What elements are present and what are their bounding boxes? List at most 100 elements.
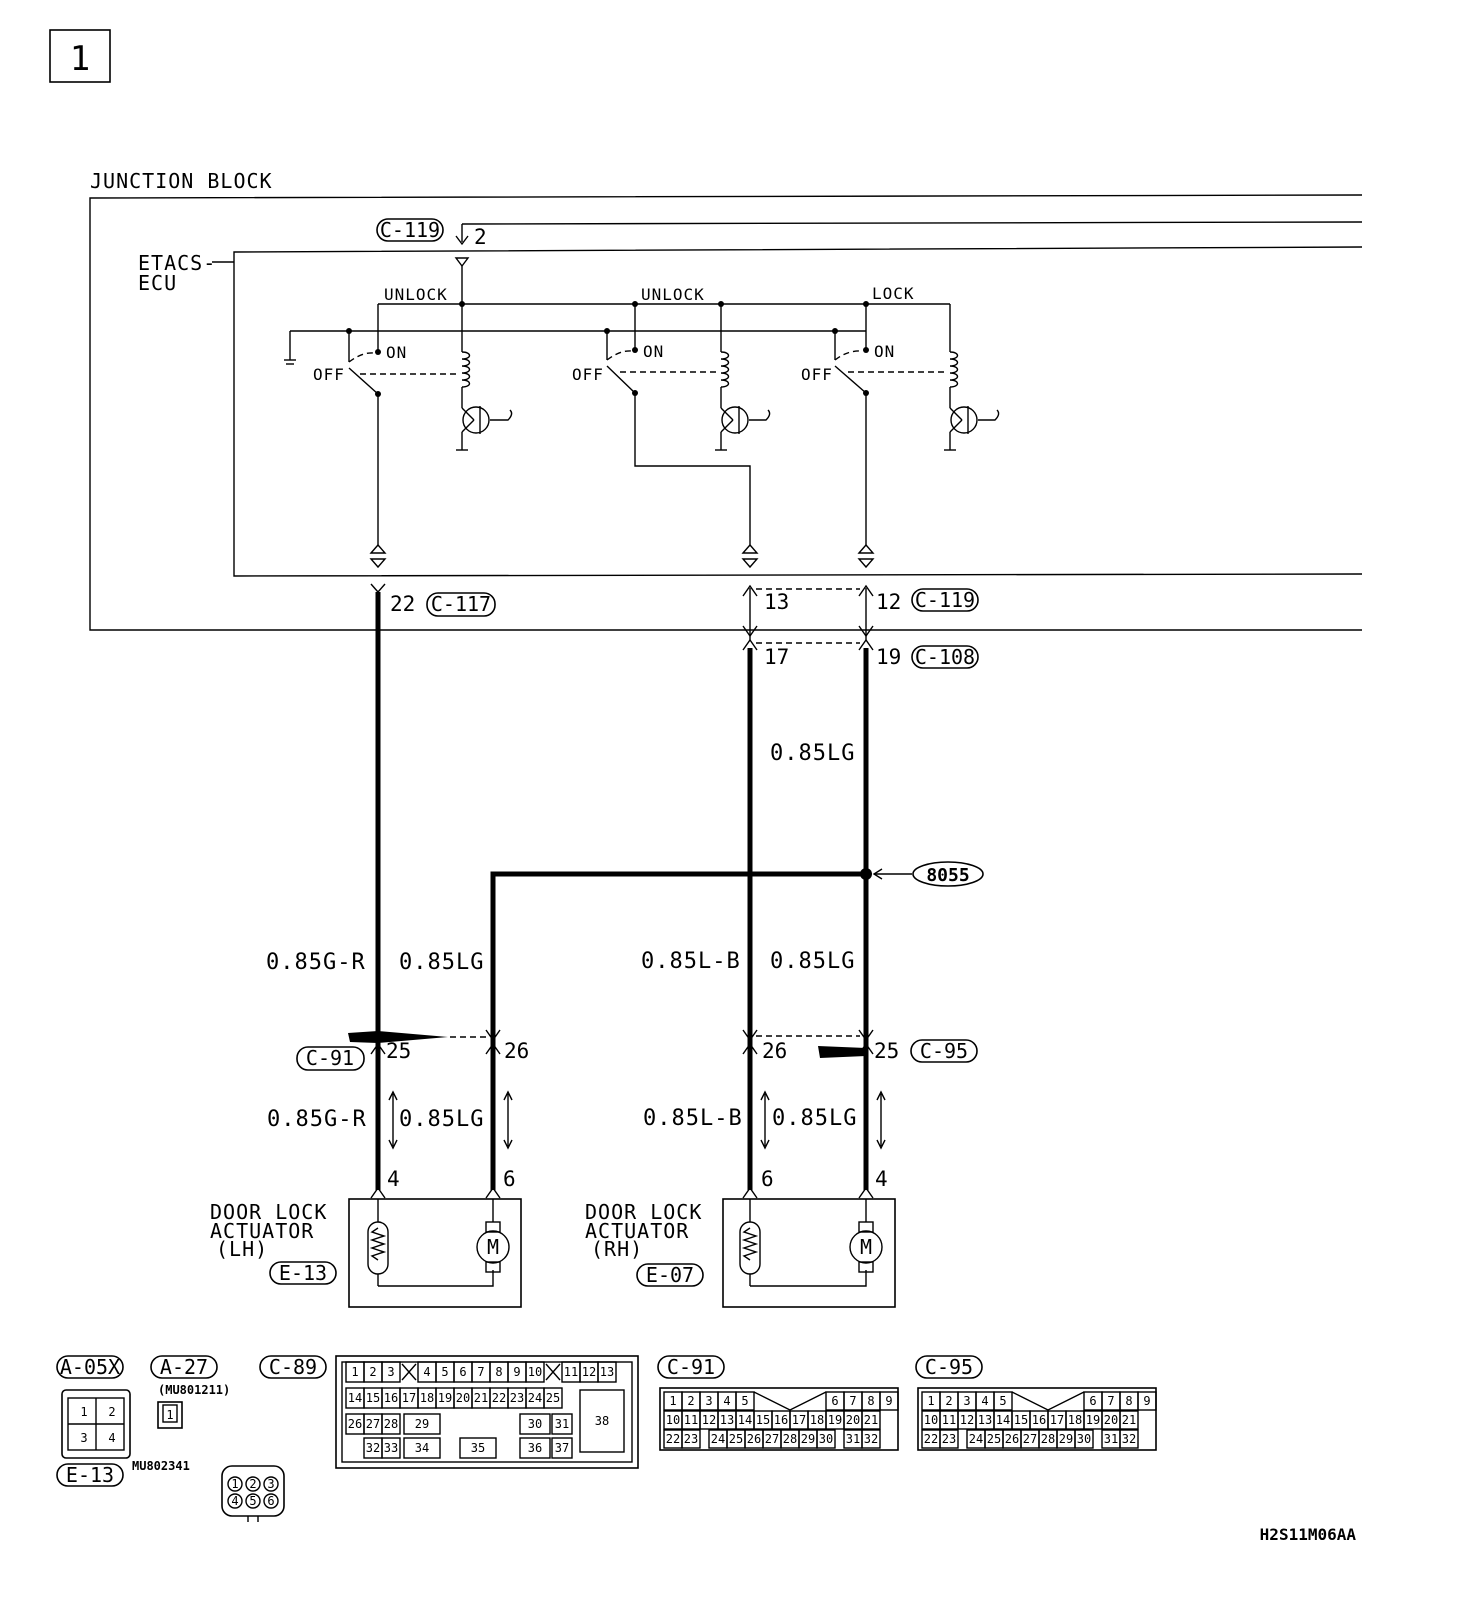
pin-cell bbox=[879, 1391, 899, 1411]
pin-cell bbox=[519, 1413, 551, 1435]
pin-cell bbox=[525, 1361, 545, 1383]
svg-text:3: 3 bbox=[80, 1431, 87, 1445]
connector-c108: C-108 bbox=[911, 645, 979, 669]
svg-text:OFF: OFF bbox=[572, 365, 604, 384]
svg-text:C-108: C-108 bbox=[915, 645, 975, 669]
pin-number: 13 bbox=[600, 1365, 614, 1379]
pin-number: 35 bbox=[471, 1441, 485, 1455]
svg-text:3: 3 bbox=[267, 1477, 274, 1491]
svg-text:(MU801211): (MU801211) bbox=[158, 1383, 230, 1397]
pin-number: 19 bbox=[828, 1413, 842, 1427]
pin-number: 23 bbox=[942, 1432, 956, 1446]
pin-number: 18 bbox=[810, 1413, 824, 1427]
pin-number: 25 bbox=[987, 1432, 1001, 1446]
wire-labels: 0.85LG 0.85G-R 0.85LG 0.85L-B 0.85LG 0.8… bbox=[266, 741, 856, 1132]
pin-number: 10 bbox=[666, 1413, 680, 1427]
label-e13: E-13 bbox=[56, 1463, 124, 1487]
pin-number: 23 bbox=[684, 1432, 698, 1446]
pin-number: 11 bbox=[942, 1413, 956, 1427]
pin-number: 25 bbox=[729, 1432, 743, 1446]
pin-number: 33 bbox=[384, 1441, 398, 1455]
pin-number: 22 bbox=[492, 1391, 506, 1405]
pin-number: 16 bbox=[774, 1413, 788, 1427]
etacs-label-1: ETACS- bbox=[138, 251, 216, 275]
pin-number: 3 bbox=[963, 1394, 970, 1408]
ecu-terminals bbox=[369, 543, 875, 569]
pin-number: 3 bbox=[705, 1394, 712, 1408]
pin-number: 13 bbox=[720, 1413, 734, 1427]
ecu-internal-bus bbox=[284, 257, 950, 365]
relay-unlock-2: UNLOCK ON OFF bbox=[572, 285, 771, 545]
pin-c108-17: 17 bbox=[764, 645, 789, 669]
pin-number: 5 bbox=[441, 1365, 448, 1379]
pin-number: 14 bbox=[996, 1413, 1010, 1427]
pin-number: 30 bbox=[1077, 1432, 1091, 1446]
pin-number: 20 bbox=[456, 1391, 470, 1405]
label-c95: C-95 bbox=[915, 1355, 983, 1379]
pin-cell bbox=[551, 1437, 573, 1459]
pin-number: 22 bbox=[666, 1432, 680, 1446]
pin-cell bbox=[993, 1391, 1013, 1411]
svg-text:2: 2 bbox=[249, 1477, 256, 1491]
pin-number: 31 bbox=[1104, 1432, 1118, 1446]
svg-text:OFF: OFF bbox=[801, 365, 833, 384]
pin-number: 4 bbox=[723, 1394, 730, 1408]
block-edge-connectors: 22 C-117 13 12 C-119 17 19 C-108 bbox=[370, 583, 979, 669]
connector-c91-c95: C-91 25 26 26 25 C-95 bbox=[296, 1029, 978, 1071]
svg-text:MU802341: MU802341 bbox=[132, 1459, 190, 1473]
svg-text:ON: ON bbox=[386, 343, 407, 362]
harness-wires: 8055 bbox=[375, 592, 984, 1190]
svg-text:C-117: C-117 bbox=[431, 592, 491, 616]
pin-number: 32 bbox=[864, 1432, 878, 1446]
door-lock-actuator-lh: 4 6 M DOOR LOCK ACTUATOR (LH) E-13 bbox=[210, 1167, 522, 1308]
pin-cell bbox=[381, 1413, 401, 1435]
pin-cell bbox=[381, 1361, 401, 1383]
connector-c91: C-91 bbox=[296, 1046, 365, 1071]
connector-e13: E-13 bbox=[269, 1261, 337, 1285]
pin-number: 5 bbox=[999, 1394, 1006, 1408]
pin-number: 32 bbox=[1122, 1432, 1136, 1446]
pin-cell bbox=[1119, 1410, 1139, 1430]
pin-number: 10 bbox=[528, 1365, 542, 1379]
pin-number: 2 bbox=[945, 1394, 952, 1408]
pin-rh-6: 6 bbox=[761, 1167, 774, 1191]
pin-cell bbox=[1137, 1391, 1157, 1411]
splice-point bbox=[860, 868, 872, 880]
pin-number: 12 bbox=[582, 1365, 596, 1379]
pin-number: 13 bbox=[978, 1413, 992, 1427]
page-number-box: 1 bbox=[49, 29, 111, 83]
label-a27: A-27 bbox=[150, 1355, 218, 1379]
pin-number: 1 bbox=[669, 1394, 676, 1408]
pin-c95-25: 25 bbox=[874, 1039, 899, 1063]
connector-c117: C-117 bbox=[426, 592, 496, 617]
pin-number: 2 bbox=[369, 1365, 376, 1379]
pin-cell bbox=[681, 1429, 701, 1449]
pin-number: 31 bbox=[846, 1432, 860, 1446]
pin-number: 29 bbox=[801, 1432, 815, 1446]
pin-c91-26: 26 bbox=[504, 1039, 529, 1063]
wire-lh-a: 0.85G-R bbox=[266, 950, 366, 975]
pin-number: 30 bbox=[819, 1432, 833, 1446]
wire-lh-b-low: 0.85LG bbox=[399, 1107, 484, 1132]
pin-number: 28 bbox=[1041, 1432, 1055, 1446]
pin-cell bbox=[597, 1361, 617, 1383]
pin-number: 3 bbox=[387, 1365, 394, 1379]
pin-number: 19 bbox=[438, 1391, 452, 1405]
pin-number: 15 bbox=[366, 1391, 380, 1405]
pin-cell bbox=[403, 1413, 441, 1435]
door-lock-actuator-rh: 6 4 M DOOR LOCK ACTUATOR (RH) E-07 bbox=[585, 1167, 896, 1308]
svg-text:LOCK: LOCK bbox=[872, 284, 915, 303]
pin-number: 7 bbox=[1107, 1394, 1114, 1408]
pin-cell bbox=[1119, 1429, 1139, 1449]
motor-icon: M bbox=[860, 1235, 872, 1259]
relay-lock: LOCK ON OFF bbox=[801, 284, 1000, 545]
figure-code: H2S11M06AA bbox=[1260, 1525, 1357, 1544]
svg-text:6: 6 bbox=[267, 1494, 274, 1508]
door-movement-arrows bbox=[388, 1090, 886, 1150]
pin-number: 17 bbox=[792, 1413, 806, 1427]
svg-text:C-95: C-95 bbox=[925, 1355, 973, 1379]
pin-number: 28 bbox=[783, 1432, 797, 1446]
